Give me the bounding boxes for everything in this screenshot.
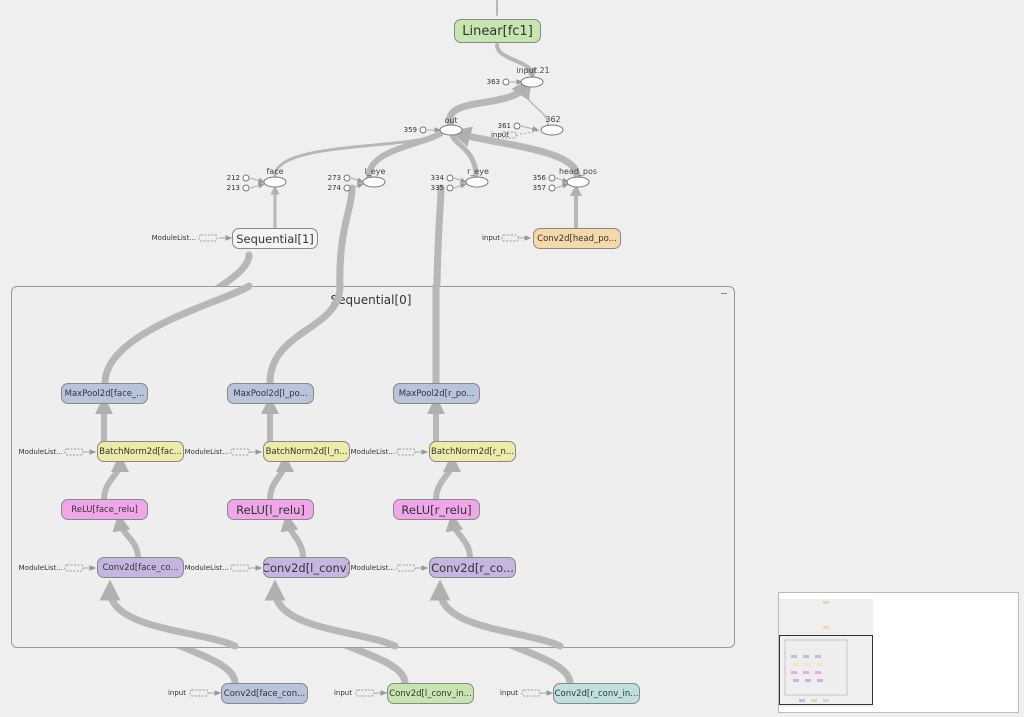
edge-out-to-input21 bbox=[446, 77, 532, 130]
module-list-conv-face: ModuleList... bbox=[18, 564, 63, 572]
batchnorm-r-node[interactable]: BatchNorm2d[r_n... bbox=[429, 441, 516, 462]
edge-face-to-out bbox=[273, 131, 442, 178]
maxpool-l-node[interactable]: MaxPool2d[l_po... bbox=[227, 383, 314, 404]
conv-r-node[interactable]: Conv2d[r_co... bbox=[429, 557, 516, 578]
op-leye bbox=[362, 176, 386, 188]
edge-input21-to-fc1 bbox=[495, 43, 538, 80]
conv-head-pos-node[interactable]: Conv2d[head_po... bbox=[533, 228, 621, 249]
edge-leye-to-out bbox=[366, 131, 443, 179]
bottom-l-input-label: input bbox=[333, 689, 352, 697]
minimap[interactable] bbox=[778, 592, 1019, 713]
const-335: 335 bbox=[430, 184, 444, 192]
op-leye-label: l_eye bbox=[364, 167, 386, 176]
minimap-thumbnail bbox=[779, 599, 873, 707]
sequential0-title: Sequential[0] bbox=[330, 293, 412, 307]
bottom-r-input-label: input bbox=[499, 689, 518, 697]
const-356: 356 bbox=[532, 174, 546, 182]
const-359: 359 bbox=[403, 126, 417, 134]
sequential1-node[interactable]: Sequential[1] bbox=[232, 228, 318, 249]
module-list-bn-face: ModuleList... bbox=[18, 448, 63, 456]
conv-r-input-node[interactable]: Conv2d[r_conv_in... bbox=[553, 683, 640, 704]
op-input21 bbox=[520, 76, 544, 88]
op-input21-label: input.21 bbox=[516, 66, 550, 75]
module-list-bn-l: ModuleList... bbox=[184, 448, 229, 456]
module-list-conv-r: ModuleList... bbox=[350, 564, 395, 572]
batchnorm-face-node[interactable]: BatchNorm2d[fac... bbox=[97, 441, 184, 462]
top-edges bbox=[270, 0, 582, 232]
seq1-module-list-label: ModuleList... bbox=[151, 234, 196, 242]
op-headpos bbox=[566, 176, 590, 188]
linear-fc1-node[interactable]: Linear[fc1] bbox=[454, 19, 541, 43]
sequential0-group[interactable] bbox=[11, 286, 735, 648]
conv-l-node[interactable]: Conv2d[l_conv] bbox=[263, 557, 350, 578]
conv-face-input-node[interactable]: Conv2d[face_con... bbox=[221, 683, 308, 704]
maxpool-r-node[interactable]: MaxPool2d[r_po... bbox=[393, 383, 480, 404]
op-out bbox=[439, 124, 463, 136]
const-357: 357 bbox=[532, 184, 546, 192]
op-362-label: 362 bbox=[545, 115, 561, 124]
relu-face-node[interactable]: ReLU[face_relu] bbox=[61, 499, 148, 520]
conv-head-input-label: input bbox=[481, 234, 500, 242]
conv-face-node[interactable]: Conv2d[face_co... bbox=[97, 557, 184, 578]
relu-r-node[interactable]: ReLU[r_relu] bbox=[393, 499, 480, 520]
const-circles bbox=[242, 78, 556, 192]
const-361: 361 bbox=[497, 122, 511, 130]
relu-l-node[interactable]: ReLU[l_relu] bbox=[227, 499, 314, 520]
const-edges bbox=[219, 79, 570, 241]
const-363: 363 bbox=[486, 78, 500, 86]
op-reye-label: r_eye bbox=[467, 167, 489, 176]
op-headpos-label: head_pos bbox=[558, 167, 598, 176]
op-reye bbox=[465, 176, 489, 188]
edge-headpos-to-out bbox=[449, 126, 581, 180]
const-213: 213 bbox=[226, 184, 240, 192]
op-362 bbox=[540, 124, 564, 136]
op-face bbox=[263, 176, 287, 188]
op-face-label: face bbox=[266, 167, 284, 176]
op-nodes bbox=[263, 76, 590, 188]
input-362: input bbox=[490, 131, 509, 139]
const-274: 274 bbox=[327, 184, 341, 192]
const-273: 273 bbox=[327, 174, 341, 182]
module-list-conv-l: ModuleList... bbox=[184, 564, 229, 572]
conv-l-input-node[interactable]: Conv2d[l_conv_in... bbox=[387, 683, 474, 704]
op-out-label: out bbox=[444, 116, 458, 125]
module-list-bn-r: ModuleList... bbox=[350, 448, 395, 456]
const-212: 212 bbox=[226, 174, 240, 182]
maxpool-face-node[interactable]: MaxPool2d[face_... bbox=[61, 383, 148, 404]
bottom-face-input-label: input bbox=[167, 689, 186, 697]
group-collapse-icon[interactable] bbox=[721, 293, 727, 294]
minimap-viewport[interactable] bbox=[779, 635, 873, 705]
const-334: 334 bbox=[430, 174, 444, 182]
batchnorm-l-node[interactable]: BatchNorm2d[l_n... bbox=[263, 441, 350, 462]
